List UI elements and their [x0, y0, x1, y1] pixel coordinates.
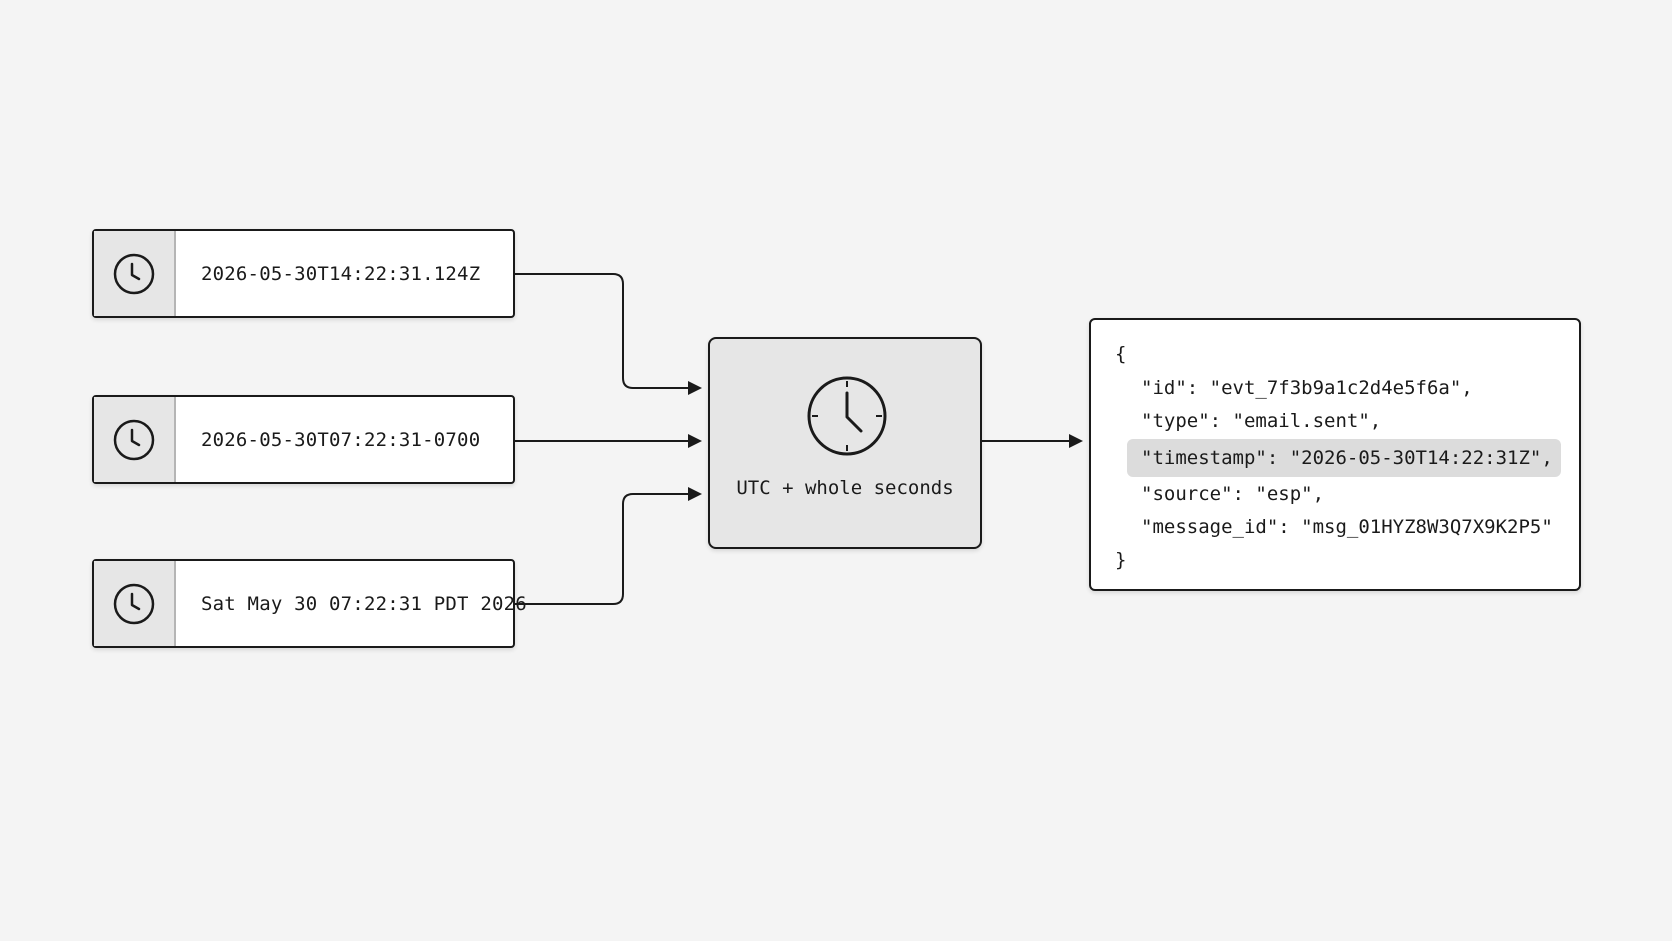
connector-input-3 [515, 487, 702, 605]
icon-cell [94, 397, 176, 482]
json-line-type: "type": "email.sent", [1141, 410, 1382, 432]
clock-icon [113, 253, 155, 294]
clock-icon [113, 419, 155, 460]
output-json-box: { "id": "evt_7f3b9a1c2d4e5f6a", "type": … [1089, 318, 1581, 591]
input-timestamp-iso-millis: 2026-05-30T14:22:31.124Z [92, 229, 515, 318]
icon-cell [94, 561, 176, 646]
input-value: 2026-05-30T14:22:31.124Z [201, 262, 481, 285]
json-line-timestamp: "timestamp": "2026-05-30T14:22:31Z", [1141, 447, 1553, 469]
input-value: 2026-05-30T07:22:31-0700 [201, 428, 481, 451]
json-close-brace: } [1115, 549, 1127, 571]
normalizer-box: UTC + whole seconds [708, 337, 982, 549]
clock-icon [113, 583, 155, 624]
json-line-source: "source": "esp", [1141, 483, 1325, 505]
json-line-message-id: "message_id": "msg_01HYZ8W3Q7X9K2P5" [1141, 516, 1553, 538]
json-open-brace: { [1115, 343, 1127, 365]
input-timestamp-offset: 2026-05-30T07:22:31-0700 [92, 395, 515, 484]
input-value: Sat May 30 07:22:31 PDT 2026 [201, 592, 527, 615]
clock-icon [807, 376, 887, 456]
connector-input-1 [515, 273, 702, 395]
icon-cell [94, 231, 176, 316]
normalizer-label: UTC + whole seconds [736, 477, 954, 499]
input-timestamp-human: Sat May 30 07:22:31 PDT 2026 [92, 559, 527, 648]
highlighted-timestamp-line [1127, 439, 1561, 477]
json-line-id: "id": "evt_7f3b9a1c2d4e5f6a", [1141, 377, 1473, 399]
